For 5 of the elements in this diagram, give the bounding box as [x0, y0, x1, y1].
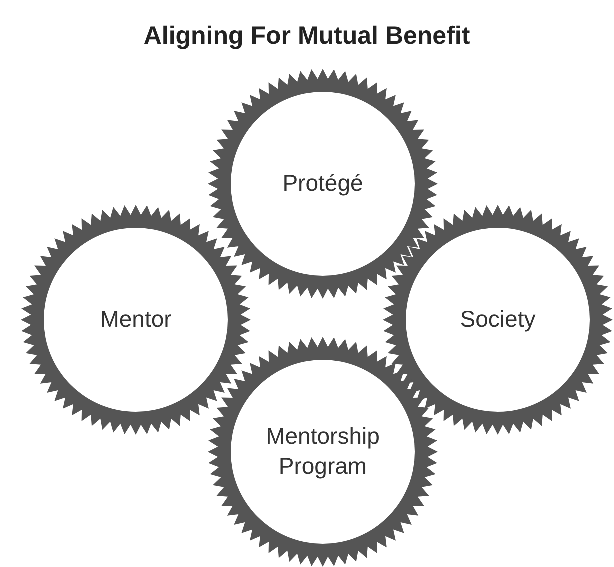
node-label: Protégé: [282, 169, 364, 198]
node-label: Mentor: [100, 305, 172, 334]
node-label: Society: [460, 305, 536, 334]
node-label: Mentorship Program: [265, 422, 381, 481]
diagram-title: Aligning For Mutual Benefit: [142, 22, 472, 51]
